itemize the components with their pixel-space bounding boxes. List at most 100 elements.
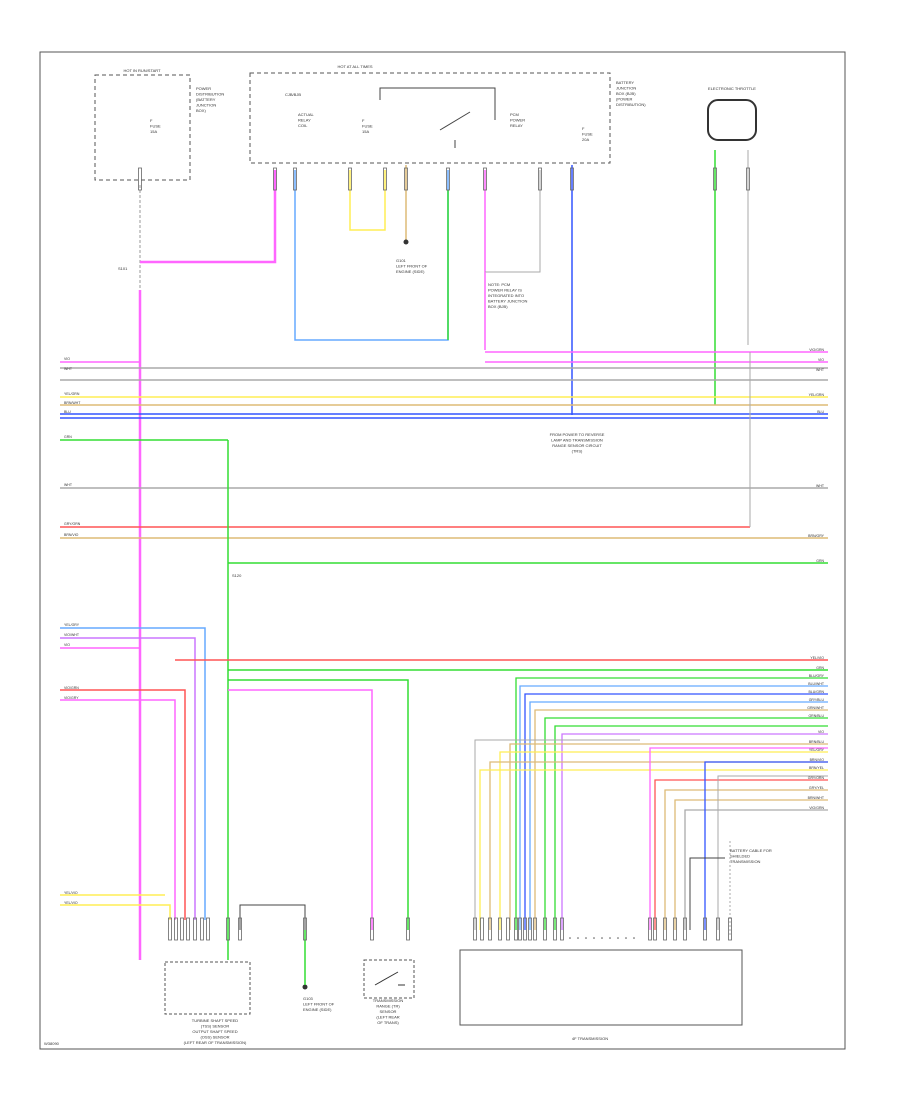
wire-label-right: GRY/YEL bbox=[809, 786, 824, 790]
connector-pin bbox=[168, 917, 172, 941]
connector-pin bbox=[703, 917, 707, 941]
wire bbox=[479, 769, 828, 930]
connector-pin bbox=[553, 917, 557, 941]
wire-label-right: BLU/GRY bbox=[809, 674, 825, 678]
label-line: BATTERY bbox=[616, 80, 634, 85]
connector-pin bbox=[560, 917, 564, 941]
label-line: ACTUAL bbox=[298, 112, 315, 117]
wire bbox=[529, 701, 828, 930]
wire-label-left: VIO/WHT bbox=[64, 633, 80, 637]
label-line: ENGINE (SIDE) bbox=[396, 269, 425, 274]
label-line: (TSS) SENSOR bbox=[201, 1024, 230, 1029]
transmission-label: 4F TRANSMISSION bbox=[572, 1036, 608, 1041]
pin-dot bbox=[585, 937, 587, 939]
connector-pin bbox=[180, 917, 184, 941]
connector-pin bbox=[570, 167, 574, 191]
wire bbox=[561, 733, 828, 930]
wire-label-left: WHT bbox=[64, 367, 73, 371]
transmission-block bbox=[459, 949, 743, 1026]
bottom-connectors bbox=[138, 167, 750, 941]
connector-pin bbox=[446, 167, 450, 191]
wire-label-right: YEL/VIO bbox=[810, 656, 824, 660]
wire-label-left: VIO bbox=[64, 357, 70, 361]
wire bbox=[654, 779, 828, 930]
label-line: F bbox=[150, 118, 153, 123]
pin-dot bbox=[625, 937, 627, 939]
wire bbox=[349, 170, 386, 231]
label-line: INTEGRATED INTO bbox=[488, 293, 524, 298]
wire bbox=[474, 739, 640, 930]
label-line: (TRS) bbox=[572, 449, 583, 454]
ground-dot bbox=[403, 239, 409, 245]
wire bbox=[544, 717, 828, 930]
wire bbox=[519, 685, 828, 930]
wire-label-left: BLU bbox=[64, 410, 71, 414]
label-line: G103 bbox=[303, 996, 314, 1001]
wire bbox=[509, 743, 828, 930]
wire-label-right: BRN/BLU bbox=[809, 740, 825, 744]
electronic-throttle-label: ELECTRONIC THROTTLE bbox=[708, 86, 756, 91]
wire bbox=[140, 170, 277, 264]
horizontal-wires bbox=[60, 351, 828, 960]
connector-pin bbox=[728, 917, 732, 941]
connector-pin bbox=[480, 917, 484, 941]
connector-pin bbox=[238, 917, 242, 941]
pin-dot bbox=[609, 937, 611, 939]
fuse-box-mid-title: HOT AT ALL TIMES bbox=[337, 64, 372, 69]
wire-label-right: GRN/BLU bbox=[808, 714, 824, 718]
label-line: FROM POWER TO REVERSE bbox=[550, 432, 605, 437]
connector-pin bbox=[653, 917, 657, 941]
fuse-box-left bbox=[94, 74, 191, 181]
connector-pin bbox=[370, 917, 374, 941]
wire-label-right: BRN/VIO bbox=[810, 758, 825, 762]
wire-label-right: BLU/WHT bbox=[808, 682, 825, 686]
left-wire-labels: VIOWHTYEL/GRNBRN/WHTBLUGRNWHTGRY/ORNBRN/… bbox=[64, 357, 81, 905]
label-line: RANGE (TR) bbox=[376, 1004, 400, 1009]
wire-label-left: WHT bbox=[64, 483, 73, 487]
wire bbox=[489, 761, 828, 930]
label-line: (POWER bbox=[616, 97, 633, 102]
switch-mid-box bbox=[363, 959, 415, 999]
wire bbox=[60, 627, 206, 920]
label-line: RANGE SENSOR CIRCUIT bbox=[552, 443, 602, 448]
connector-pin bbox=[498, 917, 502, 941]
connector-pin bbox=[174, 917, 178, 941]
wire bbox=[515, 677, 828, 930]
wire-label-right: YEL/GRN bbox=[809, 393, 825, 397]
ground-dot bbox=[302, 984, 308, 990]
wire-label-left: YEL/GRN bbox=[64, 392, 80, 396]
label-line: JUNCTION bbox=[616, 86, 636, 91]
label-line: SHIELDED bbox=[730, 854, 750, 859]
wire-label-right: BRN/WHT bbox=[808, 796, 825, 800]
label-line: NOTE: PCM bbox=[488, 282, 510, 287]
wire-label-left: VIO/GRN bbox=[64, 686, 79, 690]
connector-pin bbox=[383, 167, 387, 191]
label-line: DISTRIBUTION) bbox=[616, 102, 646, 107]
wire bbox=[60, 699, 176, 920]
pin-dot bbox=[569, 937, 571, 939]
wire bbox=[689, 857, 725, 930]
label-line: POWER RELAY IS bbox=[488, 288, 522, 293]
wire bbox=[294, 170, 449, 341]
throttle-connector bbox=[707, 99, 757, 141]
diagram-frame bbox=[39, 51, 846, 1050]
label-line: (BATTERY bbox=[196, 97, 216, 102]
switch-mid-symbol bbox=[374, 971, 405, 986]
connector-pin bbox=[404, 167, 408, 191]
connector-pin bbox=[528, 917, 532, 941]
label-line: G101 bbox=[396, 258, 407, 263]
connector-pin bbox=[348, 167, 352, 191]
connector-pin bbox=[406, 917, 410, 941]
label-line: RELAY bbox=[298, 118, 311, 123]
figure-id: W38090 bbox=[44, 1041, 60, 1046]
wire-label-right: VIO/GRN bbox=[809, 806, 824, 810]
fuse-box-mid-sub: CJB/BJB bbox=[285, 92, 301, 97]
